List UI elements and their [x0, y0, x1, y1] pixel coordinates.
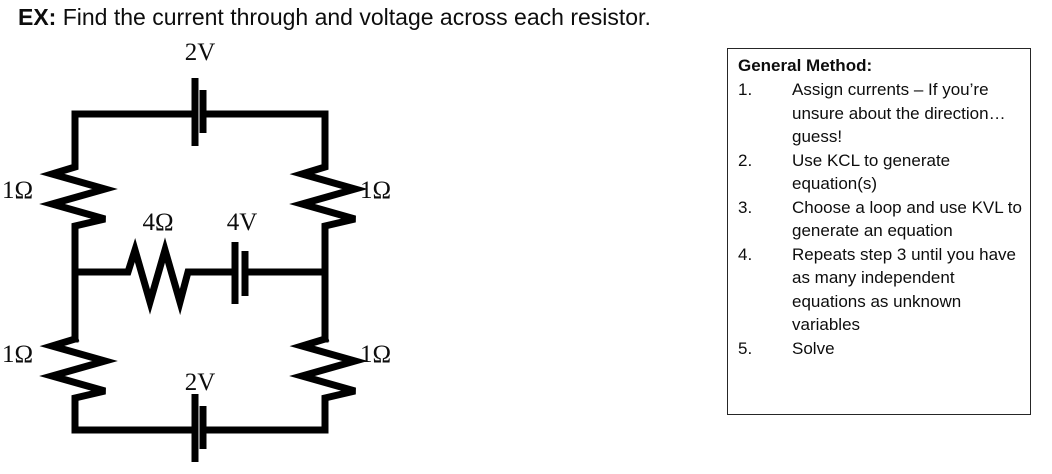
- page-title-text: Find the current through and voltage acr…: [62, 4, 651, 30]
- top-right-resistor-zigzag: [289, 156, 368, 276]
- bottom-right-resistor-zigzag: [289, 334, 368, 434]
- middle-resistor-zigzag: [116, 237, 239, 316]
- middle-source-label: 4V: [227, 209, 258, 236]
- top-source-label: 2V: [185, 39, 216, 66]
- method-step-text: Assign currents – If you’re unsure about…: [792, 80, 1006, 146]
- method-step: 5. Solve: [738, 337, 1022, 361]
- page-title: EX: Find the current through and voltage…: [18, 2, 651, 32]
- top-right-resistor-label: 1Ω: [360, 177, 391, 204]
- bottom-left-resistor-zigzag: [39, 334, 118, 434]
- page-title-prefix: EX:: [18, 4, 57, 30]
- top-left-resistor-label: 1Ω: [2, 177, 33, 204]
- method-step-text: Choose a loop and use KVL to generate an…: [792, 197, 1022, 241]
- method-step: 4. Repeats step 3 until you have as many…: [738, 243, 1022, 337]
- bottom-left-resistor-label: 1Ω: [2, 341, 33, 368]
- bottom-right-resistor-label: 1Ω: [360, 341, 391, 368]
- method-step: 1. Assign currents – If you’re unsure ab…: [738, 78, 1022, 149]
- method-step-text: Repeats step 3 until you have as many in…: [792, 244, 1016, 335]
- top-left-resistor-zigzag: [39, 156, 118, 276]
- method-step-text: Use KCL to generate equation(s): [792, 150, 951, 194]
- method-step-text: Solve: [792, 338, 835, 358]
- method-step: 2. Use KCL to generate equation(s): [738, 149, 1022, 196]
- bottom-source-label: 2V: [185, 369, 216, 396]
- method-step-number: 3.: [738, 197, 753, 217]
- method-step-number: 2.: [738, 150, 753, 170]
- general-method-panel: General Method: 1. Assign currents – If …: [727, 48, 1031, 415]
- method-step-number: 4.: [738, 244, 753, 264]
- circuit-diagram: 2V 2V 4Ω 4V 1Ω 1Ω 1Ω 1Ω: [0, 34, 430, 474]
- middle-resistor-label: 4Ω: [142, 209, 173, 236]
- method-step-number: 1.: [738, 80, 753, 99]
- method-step-number: 5.: [738, 338, 753, 358]
- general-method-heading: General Method:: [738, 56, 873, 75]
- general-method-list: 1. Assign currents – If you’re unsure ab…: [738, 78, 1022, 360]
- method-step: 3. Choose a loop and use KVL to generate…: [738, 196, 1022, 243]
